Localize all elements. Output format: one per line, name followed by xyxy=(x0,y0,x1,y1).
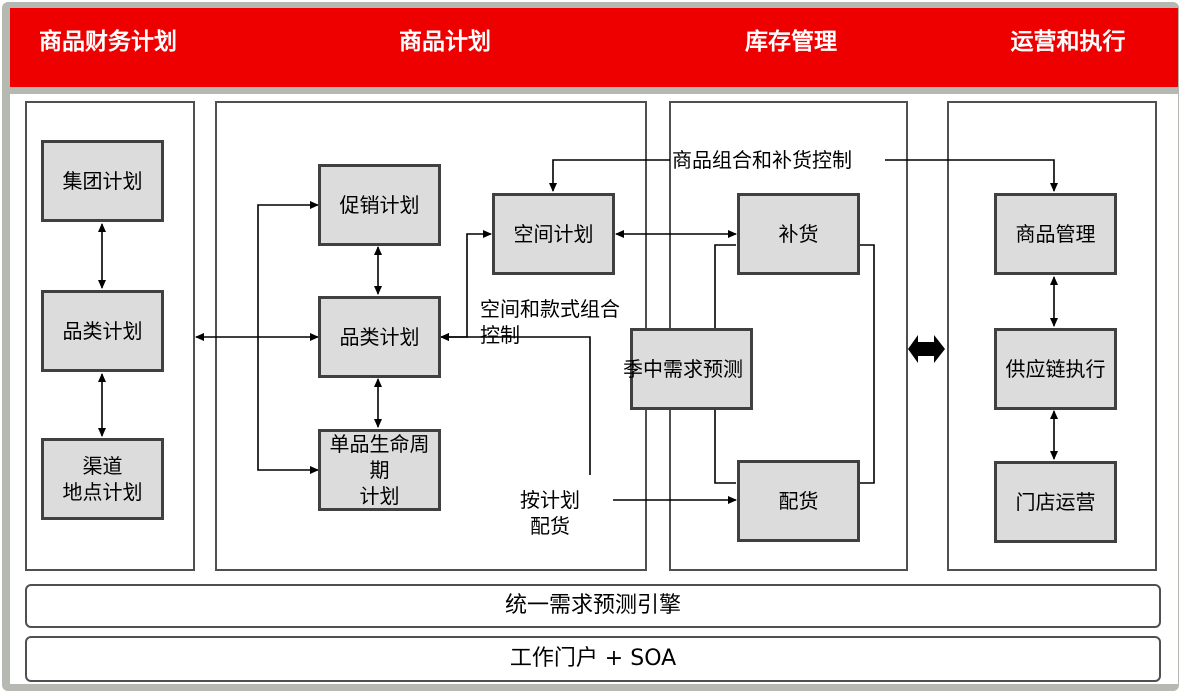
box-in-season-demand-forecast-label: 季中需求预测 xyxy=(623,357,743,381)
box-allocation: 配货 xyxy=(737,460,860,542)
box-promotion-planning-label: 促销计划 xyxy=(339,193,420,217)
box-group-planning-label: 集团计划 xyxy=(62,169,143,193)
box-merch-category-planning: 品类计划 xyxy=(318,296,441,378)
box-space-planning-label: 空间计划 xyxy=(513,222,594,246)
label-space-assortment-control: 空间和款式组合 控制 xyxy=(480,297,620,347)
box-supply-chain-execution-label: 供应链执行 xyxy=(1005,357,1106,381)
box-merchandise-management: 商品管理 xyxy=(994,193,1117,275)
box-store-operations: 门店运营 xyxy=(994,461,1117,543)
box-finance-category-planning: 品类计划 xyxy=(41,290,164,372)
label-allocate-by-plan: 按计划 配货 xyxy=(520,487,580,539)
box-channel-location-planning-label: 渠道 地点计划 xyxy=(62,454,143,504)
line-allocation-feedback xyxy=(440,333,591,475)
box-item-lifecycle-planning: 单品生命周期 计划 xyxy=(318,429,441,511)
box-promotion-planning: 促销计划 xyxy=(318,164,441,246)
header-bar xyxy=(10,8,1178,87)
arrow-control-to-space xyxy=(549,159,670,192)
box-supply-chain-execution: 供应链执行 xyxy=(994,328,1117,410)
box-in-season-demand-forecast: 季中需求预测 xyxy=(623,328,753,410)
header-inventory-management: 库存管理 xyxy=(745,29,837,55)
box-replenishment-label: 补货 xyxy=(778,222,819,246)
bar-work-portal-soa: 工作门户 + SOA xyxy=(25,636,1161,682)
box-merchandise-management-label: 商品管理 xyxy=(1015,222,1096,246)
double-arrow-inventory-operations xyxy=(908,335,945,363)
box-space-planning: 空间计划 xyxy=(492,193,615,275)
box-allocation-label: 配货 xyxy=(778,489,819,513)
arrow-control-to-merch-mgmt xyxy=(885,159,1058,192)
box-group-planning: 集团计划 xyxy=(41,140,164,222)
box-replenishment: 补货 xyxy=(737,193,860,275)
box-channel-location-planning: 渠道 地点计划 xyxy=(41,438,164,520)
header-operations-execution: 运营和执行 xyxy=(1010,29,1126,55)
box-merch-category-planning-label: 品类计划 xyxy=(339,325,420,349)
box-finance-category-planning-label: 品类计划 xyxy=(62,319,143,343)
bar-unified-demand-forecast-engine: 统一需求预测引擎 xyxy=(25,584,1161,628)
header-merchandise-planning: 商品计划 xyxy=(399,29,491,55)
label-assortment-replenishment-control: 商品组合和补货控制 xyxy=(672,147,852,173)
bracket-inventory-right xyxy=(860,244,875,484)
box-store-operations-label: 门店运营 xyxy=(1015,490,1096,514)
box-item-lifecycle-planning-label: 单品生命周期 计划 xyxy=(329,432,430,508)
header-finance-planning: 商品财务计划 xyxy=(39,29,177,55)
bracket-promo-lifecycle xyxy=(257,201,319,474)
